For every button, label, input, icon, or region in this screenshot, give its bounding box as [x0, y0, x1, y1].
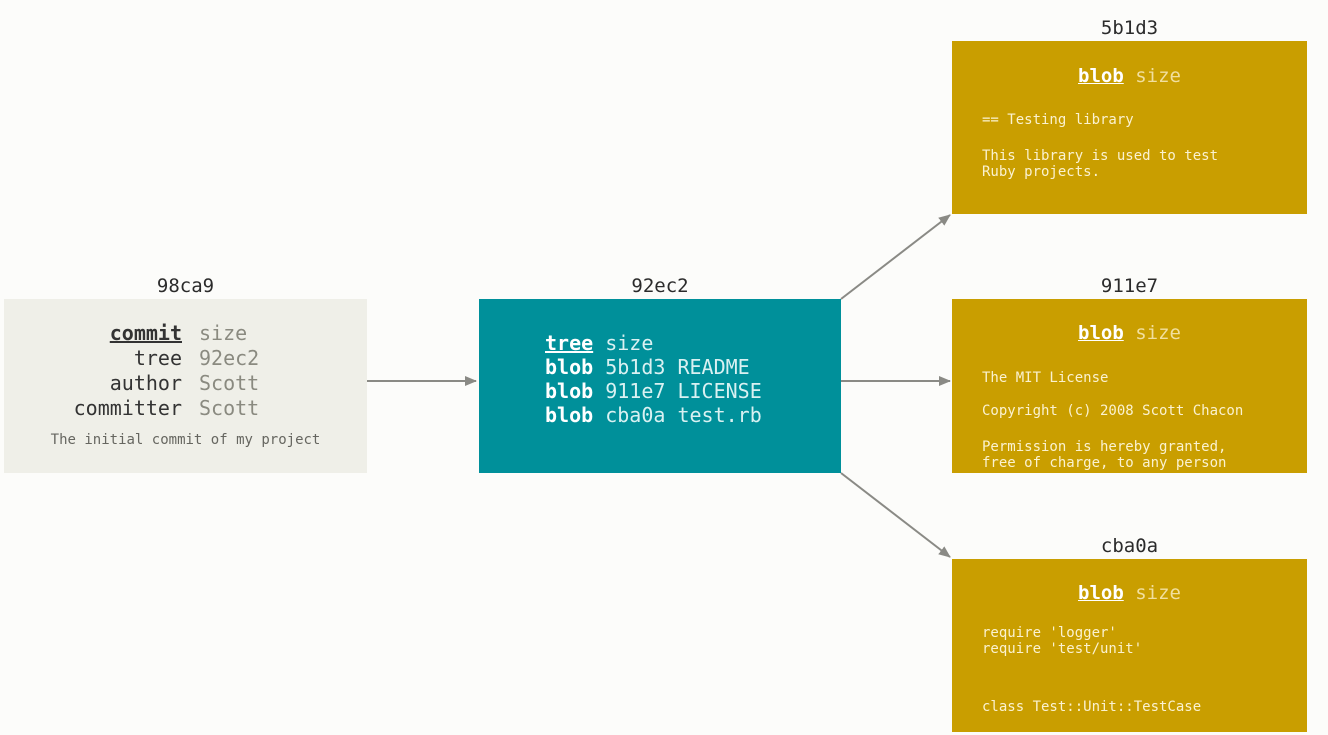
blob-object-5b1d3: blob size == Testing library This librar…: [952, 41, 1307, 214]
tree-object: tree size blob 5b1d3 README blob 911e7 L…: [479, 299, 841, 473]
commit-row-committer: committer Scott: [4, 395, 367, 421]
commit-size-label: size: [199, 321, 248, 345]
blob-hash: 911e7: [1100, 275, 1159, 297]
tree-header-row: tree size: [545, 331, 653, 355]
commit-committer-value: Scott: [199, 396, 260, 420]
commit-hash: 98ca9: [156, 275, 215, 297]
tree-entry-value: 911e7 LICENSE: [605, 379, 762, 403]
blob-content-line: require 'test/unit': [982, 641, 1143, 657]
blob-size-label: size: [1135, 322, 1181, 344]
blob-hash: 5b1d3: [1100, 17, 1159, 39]
blob-content-line: Permission is hereby granted,: [982, 439, 1227, 455]
tree-entry: blob 911e7 LICENSE: [545, 379, 762, 403]
blob-content-line: This library is used to test: [982, 148, 1219, 164]
commit-object: commit size tree 92ec2 author Scott comm…: [4, 299, 367, 473]
blob-content-line: free of charge, to any person: [982, 455, 1227, 471]
blob-content-line: require 'logger': [982, 625, 1117, 641]
tree-entry-type: blob: [545, 355, 594, 379]
blob-hash: cba0a: [1100, 535, 1159, 557]
commit-type-label: commit: [109, 321, 182, 345]
blob-type-label: blob: [1078, 582, 1124, 604]
tree-type-label: tree: [545, 331, 594, 355]
blob-content-line: class Test::Unit::TestCase: [982, 699, 1202, 715]
blob-content-line: == Testing library: [982, 112, 1134, 128]
tree-entry-value: cba0a test.rb: [605, 403, 762, 427]
commit-tree-key: tree: [133, 346, 182, 370]
blob-header: blob size: [952, 65, 1307, 87]
tree-entry: blob 5b1d3 README: [545, 355, 750, 379]
blob-size-label: size: [1135, 65, 1181, 87]
blob-content-line: Ruby projects.: [982, 164, 1101, 180]
arrow-tree-to-blob-cba0a: [840, 472, 951, 558]
blob-content-line: Copyright (c) 2008 Scott Chacon: [982, 403, 1244, 419]
blob-size-label: size: [1135, 582, 1181, 604]
commit-author-key: author: [109, 371, 182, 395]
blob-content-line: The MIT License: [982, 370, 1109, 386]
blob-type-label: blob: [1078, 65, 1124, 87]
commit-message: The initial commit of my project: [50, 432, 321, 448]
commit-row-commit: commit size: [4, 320, 367, 346]
tree-entry-value: 5b1d3 README: [605, 355, 750, 379]
blob-object-911e7: blob size The MIT License Copyright (c) …: [952, 299, 1307, 473]
blob-type-label: blob: [1078, 322, 1124, 344]
commit-committer-key: committer: [73, 396, 182, 420]
commit-row-author: author Scott: [4, 370, 367, 396]
tree-hash: 92ec2: [631, 275, 689, 297]
blob-header: blob size: [952, 582, 1307, 604]
commit-author-value: Scott: [199, 371, 260, 395]
blob-header: blob size: [952, 322, 1307, 344]
tree-entry-type: blob: [545, 403, 594, 427]
arrow-tree-to-blob-5b1d3: [840, 214, 951, 300]
blob-object-cba0a: blob size require 'logger' require 'test…: [952, 559, 1307, 732]
tree-size-label: size: [605, 331, 654, 355]
commit-row-tree: tree 92ec2: [4, 345, 367, 371]
tree-entry: blob cba0a test.rb: [545, 403, 762, 427]
commit-tree-value: 92ec2: [199, 346, 260, 370]
tree-entry-type: blob: [545, 379, 594, 403]
